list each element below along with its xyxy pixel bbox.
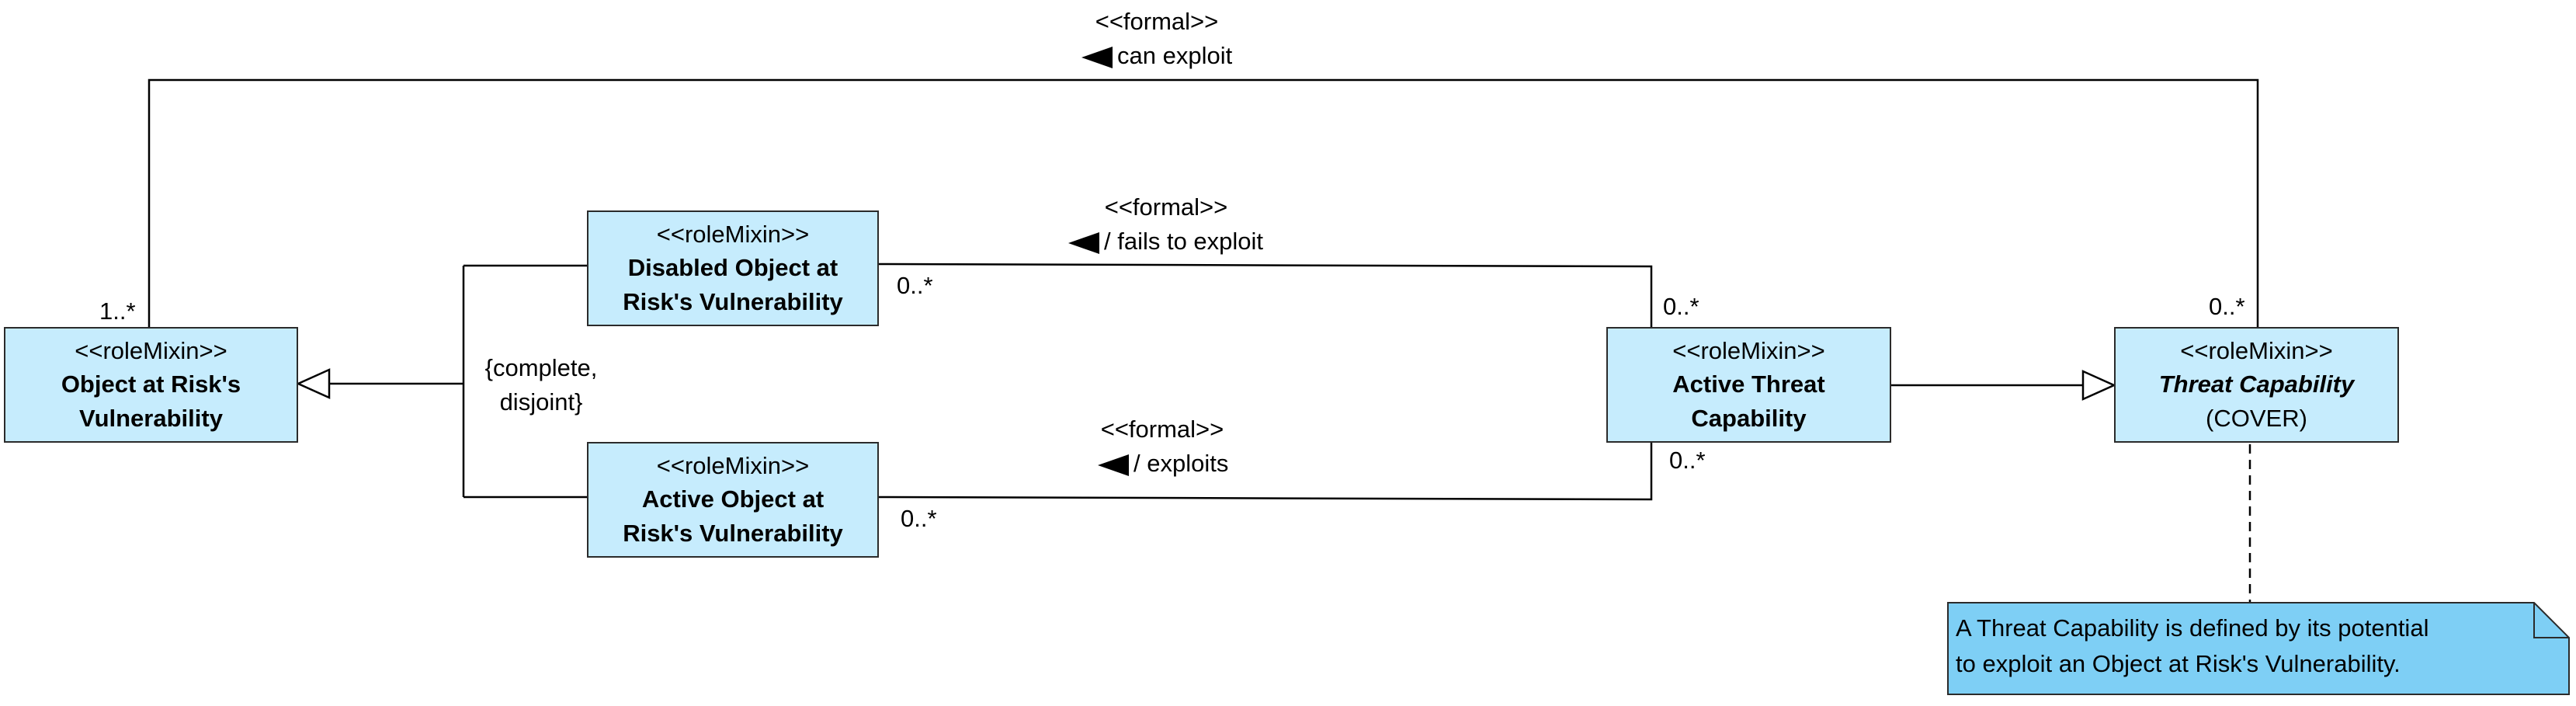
class-subtitle: (COVER) (2206, 404, 2307, 432)
multiplicity-label: 0..* (901, 505, 937, 532)
class-object-at-risks-vulnerability[interactable]: <<roleMixin>> Object at Risk's Vulnerabi… (4, 327, 298, 443)
multiplicity-label: 1..* (99, 297, 136, 325)
class-threat-capability[interactable]: <<roleMixin>> Threat Capability (COVER) (2114, 327, 2399, 443)
association-stereotype-fails-to-exploit: <<formal>> (1104, 193, 1228, 221)
generalization-set-constraint: {complete, disjoint} (475, 351, 607, 419)
note-fold (2533, 603, 2569, 638)
stereotype-label: <<roleMixin>> (1672, 336, 1825, 364)
class-name-line1: Object at Risk's (61, 370, 241, 398)
note-shape (1947, 602, 2570, 695)
class-name-line1: Active Threat (1672, 370, 1825, 398)
association-name-fails-to-exploit: / fails to exploit (1068, 226, 1263, 257)
class-active-threat-capability[interactable]: <<roleMixin>> Active Threat Capability (1606, 327, 1891, 443)
class-name-line2: Risk's Vulnerability (623, 519, 843, 547)
note-text-line2: to exploit an Object at Risk's Vulnerabi… (1956, 650, 2401, 677)
class-name-line1: Active Object at (641, 485, 825, 513)
multiplicity-label: 0..* (897, 272, 933, 299)
class-name-line2: Risk's Vulnerability (623, 287, 843, 315)
multiplicity-label: 0..* (1669, 447, 1706, 474)
direction-arrow-icon (1098, 454, 1129, 476)
stereotype-label: <<roleMixin>> (2180, 336, 2333, 364)
class-disabled-object[interactable]: <<roleMixin>> Disabled Object at Risk's … (587, 210, 879, 326)
multiplicity-label: 0..* (1663, 293, 1699, 320)
association-fails-to-exploit (878, 263, 1653, 327)
constraint-line1: {complete, (484, 354, 598, 381)
association-label: / fails to exploit (1104, 228, 1264, 255)
multiplicity-label: 0..* (2209, 293, 2245, 320)
direction-arrow-icon (1068, 231, 1099, 254)
association-exploits (878, 443, 1653, 501)
association-can-exploit (148, 78, 2259, 327)
class-active-object[interactable]: <<roleMixin>> Active Object at Risk's Vu… (587, 442, 879, 558)
class-name: Threat Capability (2158, 370, 2355, 398)
association-stereotype-can-exploit: <<formal>> (1095, 8, 1219, 35)
direction-arrow-icon (1081, 46, 1113, 68)
stereotype-label: <<roleMixin>> (75, 336, 227, 364)
stereotype-label: <<roleMixin>> (656, 451, 810, 479)
constraint-line2: disjoint} (499, 388, 583, 416)
association-stereotype-exploits: <<formal>> (1100, 416, 1224, 443)
generalization-arrowhead-threat (2081, 370, 2117, 401)
note[interactable]: A Threat Capability is defined by its po… (1948, 603, 2569, 694)
note-text-line1: A Threat Capability is defined by its po… (1956, 614, 2429, 642)
association-name-can-exploit: can exploit (1081, 40, 1232, 71)
association-name-exploits: / exploits (1098, 448, 1228, 479)
stereotype-label: <<roleMixin>> (656, 220, 810, 248)
class-name-line2: Capability (1691, 404, 1807, 432)
association-label: can exploit (1117, 42, 1233, 69)
class-name-line2: Vulnerability (79, 404, 223, 432)
generalization-arrowhead-object-at-risk (295, 368, 331, 399)
class-name-line1: Disabled Object at (627, 253, 838, 281)
association-label: / exploits (1134, 450, 1229, 477)
